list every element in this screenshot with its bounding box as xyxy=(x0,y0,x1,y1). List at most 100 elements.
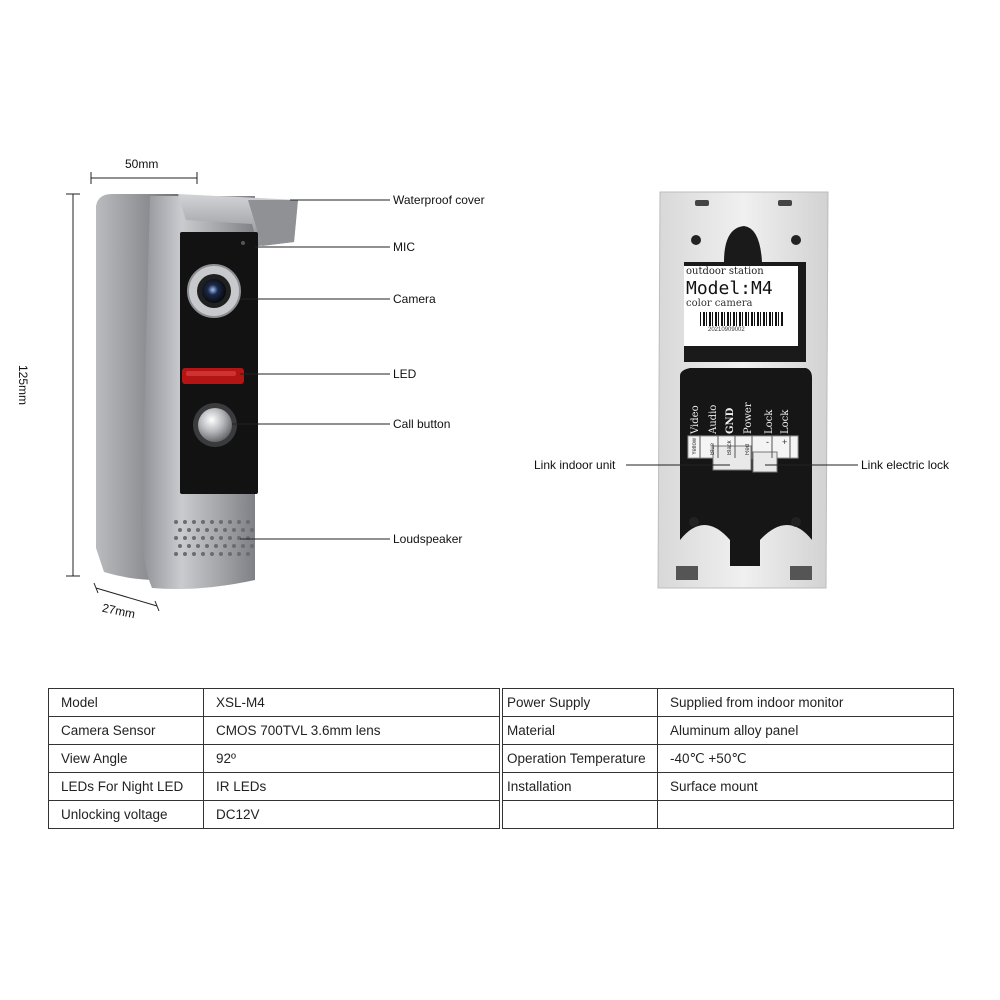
width-dimension-label: 50mm xyxy=(125,157,159,171)
terminal-labels: Video Audio GND Power Lock Lock xyxy=(688,386,798,436)
back-label-model: Model:M4 xyxy=(686,278,773,299)
spec-key: LEDs For Night LED xyxy=(48,772,204,801)
spec-value: 92º xyxy=(203,744,500,773)
lock-connector xyxy=(752,451,778,473)
product-illustration xyxy=(66,172,858,612)
spec-value: CMOS 700TVL 3.6mm lens xyxy=(203,716,500,745)
spec-value: -40℃ +50℃ xyxy=(657,744,954,773)
grille-hole xyxy=(228,520,232,524)
grille-hole xyxy=(250,544,254,548)
spec-value: Surface mount xyxy=(657,772,954,801)
table-row xyxy=(502,800,954,829)
callout-camera: Camera xyxy=(393,292,436,306)
wire-color: Yellow xyxy=(692,437,698,455)
grille-hole xyxy=(174,520,178,524)
callout-loudspeaker: Loudspeaker xyxy=(393,532,463,546)
grille-hole xyxy=(201,536,205,540)
spec-key: Material xyxy=(502,716,658,745)
grille-hole xyxy=(228,552,232,556)
table-row: Material Aluminum alloy panel xyxy=(502,716,954,745)
table-row: LEDs For Night LED IR LEDs xyxy=(48,772,500,801)
back-label-barcode xyxy=(700,312,784,326)
grille-hole xyxy=(237,552,241,556)
height-dimension-label: 125mm xyxy=(16,365,30,406)
call-button-graphic xyxy=(198,408,232,442)
spec-key: Installation xyxy=(502,772,658,801)
spec-key: Operation Temperature xyxy=(502,744,658,773)
grille-hole xyxy=(246,520,250,524)
grille-hole xyxy=(183,520,187,524)
grille-hole xyxy=(214,544,218,548)
grille-hole xyxy=(192,536,196,540)
spec-table-right: Power Supply Supplied from indoor monito… xyxy=(502,688,954,829)
wire-color: Red xyxy=(745,443,751,455)
grille-hole xyxy=(241,544,245,548)
model-label xyxy=(684,266,798,346)
mic-hole xyxy=(241,241,245,245)
grille-hole xyxy=(210,536,214,540)
spec-key: Model xyxy=(48,688,204,717)
loudspeaker-grille xyxy=(174,520,254,556)
table-row: Model XSL-M4 xyxy=(48,688,500,717)
callout-waterproof-cover: Waterproof cover xyxy=(393,193,485,207)
grille-hole xyxy=(192,520,196,524)
spec-value: IR LEDs xyxy=(203,772,500,801)
spec-key: View Angle xyxy=(48,744,204,773)
spec-key xyxy=(502,800,658,829)
grille-hole xyxy=(183,552,187,556)
camera-lens xyxy=(202,279,226,303)
grille-hole xyxy=(210,552,214,556)
grille-hole xyxy=(214,528,218,532)
table-row: Unlocking voltage DC12V xyxy=(48,800,500,829)
grille-hole xyxy=(232,544,236,548)
grille-hole xyxy=(196,544,200,548)
grille-hole xyxy=(196,528,200,532)
grille-hole xyxy=(187,544,191,548)
grille-hole xyxy=(201,552,205,556)
table-row: Camera Sensor CMOS 700TVL 3.6mm lens xyxy=(48,716,500,745)
terminal-label: Lock xyxy=(764,409,775,434)
dimension-lines xyxy=(66,172,198,612)
callout-lines xyxy=(232,199,858,540)
terminal-label: Audio xyxy=(708,404,719,434)
wire-color: Black xyxy=(727,440,733,455)
grille-hole xyxy=(201,520,205,524)
front-doorbell-unit xyxy=(96,194,298,589)
grille-hole xyxy=(178,544,182,548)
table-row: Operation Temperature -40℃ +50℃ xyxy=(502,744,954,773)
grille-hole xyxy=(250,528,254,532)
callout-led: LED xyxy=(393,367,417,381)
grille-hole xyxy=(205,528,209,532)
callout-call-button: Call button xyxy=(393,417,451,431)
callout-link-indoor-unit: Link indoor unit xyxy=(534,458,616,472)
grille-hole xyxy=(232,528,236,532)
callout-mic: MIC xyxy=(393,240,415,254)
terminal-label: GND xyxy=(725,407,736,434)
grille-hole xyxy=(205,544,209,548)
grille-hole xyxy=(241,528,245,532)
indoor-connector xyxy=(712,445,752,471)
spec-table-left: Model XSL-M4 Camera Sensor CMOS 700TVL 3… xyxy=(48,688,500,829)
terminal-wire-colors: Yellow Blue Black Red - + xyxy=(688,437,798,457)
table-row: View Angle 92º xyxy=(48,744,500,773)
grille-hole xyxy=(246,552,250,556)
wire-color: - xyxy=(766,437,769,447)
grille-hole xyxy=(174,552,178,556)
grille-hole xyxy=(187,528,191,532)
spec-key: Unlocking voltage xyxy=(48,800,204,829)
spec-value: DC12V xyxy=(203,800,500,829)
grille-hole xyxy=(223,528,227,532)
grille-hole xyxy=(237,520,241,524)
grille-hole xyxy=(219,552,223,556)
spec-value xyxy=(657,800,954,829)
spec-value: Supplied from indoor monitor xyxy=(657,688,954,717)
table-row: Power Supply Supplied from indoor monito… xyxy=(502,688,954,717)
spec-key: Power Supply xyxy=(502,688,658,717)
spec-value: XSL-M4 xyxy=(203,688,500,717)
back-label-subtitle: color camera xyxy=(686,298,753,309)
grille-hole xyxy=(210,520,214,524)
back-label-header: outdoor station xyxy=(686,266,764,277)
wire-color: Blue xyxy=(710,442,716,455)
wire-color: + xyxy=(782,437,788,447)
terminal-label: Power xyxy=(743,402,754,434)
